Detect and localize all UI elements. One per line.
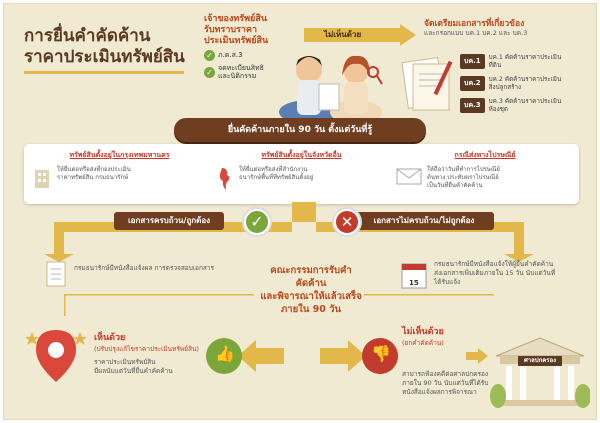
flow-arrows <box>44 202 534 262</box>
notice-ok-text: กรมธนารักษ์มีหนังสือแจ้งผล การตรวจสอบเอก… <box>74 264 214 272</box>
thailand-map-icon <box>219 168 230 190</box>
form-tag: บค.1 <box>460 54 485 69</box>
disagree-heading: ไม่เห็นด้วย <box>402 327 444 337</box>
check-circle-icon: ✓ <box>244 209 270 235</box>
thumbs-down-icon: 👎 <box>371 344 391 363</box>
check-label: จดทะเบียนสิทธิ และนิติกรรม <box>218 64 264 80</box>
check-pds3: ✓ภ.ด.ส.3 <box>204 50 268 61</box>
form-tag: บค.2 <box>460 76 485 91</box>
title-line-2: ราคาประเมินทรัพย์สิน <box>24 47 185 67</box>
title-underline <box>24 71 184 74</box>
case-text: ให้ยื่นต่อหรือส่งที่สำนักงาน ธนารักษ์พื้… <box>239 166 314 181</box>
agree-block: เห็นด้วย (ปรับปรุงแก้ไขราคาประเมินทรัพย์… <box>94 330 199 376</box>
form-text: บค.1 คัดค้านราคาประเมิน ที่ดิน <box>488 54 562 69</box>
notice-doc-icon <box>46 261 66 287</box>
disagree-sub: (ยกคำคัดค้าน) <box>402 339 444 347</box>
court-building-icon <box>490 337 590 408</box>
disagree-block: ไม่เห็นด้วย (ยกคำคัดค้าน) <box>402 324 444 348</box>
submission-cases: ทรัพย์สินตั้งอยู่ในกรุงเทพมหานคร ให้ยื่น… <box>24 144 579 204</box>
calendar-icon <box>401 263 427 289</box>
infographic-page: การยื่นคำคัดค้าน ราคาประเมินทรัพย์สิน เจ… <box>3 3 597 420</box>
disagree-text: สามารถฟ้องคดีต่อศาลปกครอง ภายใน 90 วัน น… <box>402 370 489 396</box>
prepare-heading: จัดเตรียมเอกสารที่เกี่ยวข้อง <box>424 19 525 29</box>
case-bangkok: ทรัพย์สินตั้งอยู่ในกรุงเทพมหานคร ให้ยื่น… <box>32 150 207 190</box>
envelope-icon <box>396 168 422 185</box>
title-line-1: การยื่นคำคัดค้าน <box>24 26 151 46</box>
case-text: ให้ถือว่าวันที่ทำการไปรษณีย์ ต้นทาง ประท… <box>427 166 500 189</box>
case-heading: ทรัพย์สินตั้งอยู่ในจังหวัดอื่น <box>261 151 342 159</box>
thumbs-up-icon: 👍 <box>215 344 235 363</box>
case-heading: กรณีส่งทางไปรษณีย์ <box>454 151 516 159</box>
deadline-banner: ยื่นคัดค้านภายใน 90 วัน ตั้งแต่วันที่รู้ <box>174 118 426 142</box>
committee-text: คณะกรรมการรับคำคัดค้าน และพิจารณาให้แล้ว… <box>260 265 362 315</box>
documents-icon <box>401 57 453 111</box>
form-tag: บค.3 <box>460 98 485 113</box>
agree-text: ราคาประเมินทรัพย์สิน มีผลนับแต่วันที่ยื่… <box>94 358 173 375</box>
disagree-top-label: ไม่เห็นด้วย <box>324 30 362 39</box>
page-title: การยื่นคำคัดค้าน ราคาประเมินทรัพย์สิน <box>24 26 185 68</box>
docs-ok-label: เอกสารครบถ้วน/ถูกต้อง <box>114 212 224 230</box>
calendar-number: 15 <box>409 279 419 287</box>
prepare-sub: และกรอกแบบ บค.1 บค.2 และ บค.3 <box>424 29 528 37</box>
owner-heading: เจ้าของทรัพย์สิน รับทราบราคา ประเมินทรัพ… <box>204 14 269 46</box>
people-illustration <box>279 55 383 120</box>
check-register: ✓จดทะเบียนสิทธิ และนิติกรรม <box>204 64 268 80</box>
agree-sub: (ปรับปรุงแก้ไขราคาประเมินทรัพย์สิน) <box>94 345 199 353</box>
building-icon <box>35 170 49 188</box>
owner-info: เจ้าของทรัพย์สิน รับทราบราคา ประเมินทรัพ… <box>204 14 268 80</box>
docs-bad-label: เอกสารไม่ครบถ้วน/ไม่ถูกต้อง <box>354 212 494 230</box>
check-icon: ✓ <box>204 66 215 78</box>
case-text: ให้ยื่นต่อหรือส่งที่กองประเมิน ราคาทรัพย… <box>57 166 131 181</box>
small-arrow <box>466 348 488 364</box>
form-text: บค.2 คัดค้านราคาประเมิน สิ่งปลูกสร้าง <box>488 76 562 91</box>
decision-arrows <box>206 338 398 374</box>
disagree-arrow <box>304 24 416 46</box>
case-post: กรณีส่งทางไปรษณีย์ ให้ถือว่าวันที่ทำการไ… <box>396 150 574 190</box>
agree-heading: เห็นด้วย <box>94 333 126 343</box>
case-province: ทรัพย์สินตั้งอยู่ในจังหวัดอื่น ให้ยื่นต่… <box>214 150 389 192</box>
form-text: บค.3 คัดค้านราคาประเมิน ห้องชุด <box>488 98 562 113</box>
case-heading: ทรัพย์สินตั้งอยู่ในกรุงเทพมหานคร <box>69 151 170 159</box>
notice-bad-text: กรมธนารักษ์มีหนังสือแจ้งให้ผู้ยื่นคำคัดค… <box>434 260 556 286</box>
check-icon: ✓ <box>204 50 215 61</box>
cross-circle-icon: ✕ <box>334 209 360 235</box>
court-label: ศาลปกครอง <box>518 356 562 366</box>
location-pin-icon <box>26 330 86 382</box>
check-label: ภ.ด.ส.3 <box>218 51 243 59</box>
